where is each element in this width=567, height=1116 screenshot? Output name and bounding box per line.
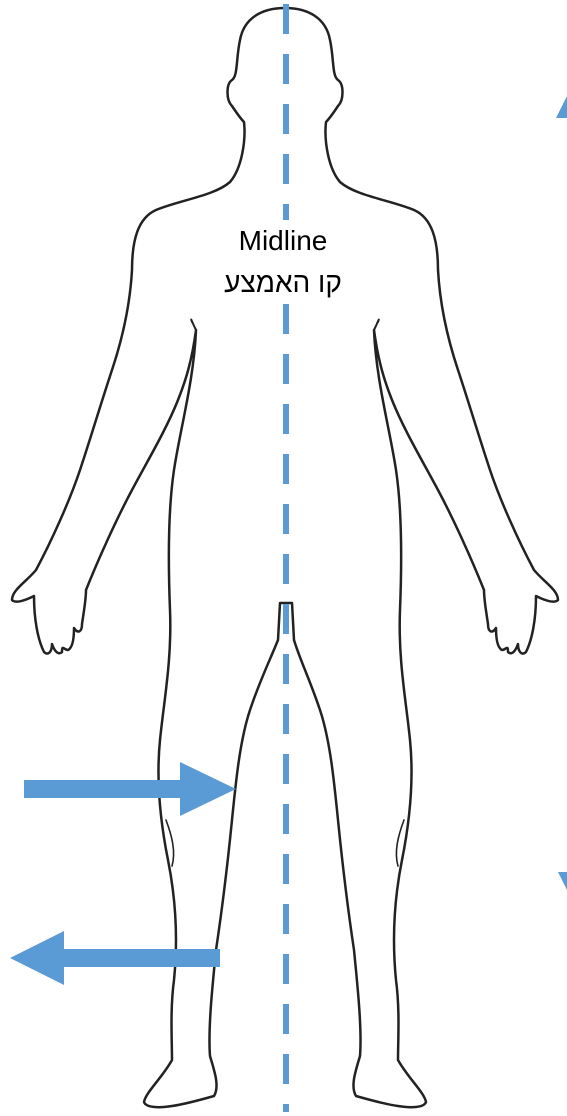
right-arm-inner-line [374, 320, 379, 330]
arrow-left-icon [10, 931, 220, 985]
midline-label-he: קו האמצע [183, 262, 383, 304]
left-arm-inner-line [191, 320, 196, 330]
edge-arrowhead-down [558, 872, 567, 890]
arrow-right-icon [24, 762, 236, 816]
midline-label-en: Midline [183, 220, 383, 262]
midline-label: Midline קו האמצע [183, 220, 383, 304]
edge-arrowhead-up [556, 96, 567, 118]
